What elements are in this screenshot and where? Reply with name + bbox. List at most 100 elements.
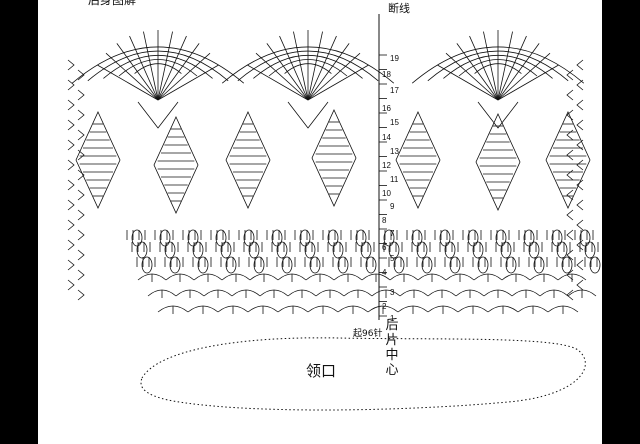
shell-petal bbox=[439, 229, 451, 247]
shell-petal bbox=[337, 256, 349, 274]
side-chain-right bbox=[576, 59, 584, 71]
start-stitch-count-label: 起96针 bbox=[353, 329, 383, 339]
side-chain-right bbox=[576, 159, 584, 171]
row-number-18: 18 bbox=[382, 70, 391, 79]
row-number-7: 7 bbox=[390, 229, 395, 238]
fan-spoke bbox=[129, 35, 159, 101]
side-chain-left bbox=[67, 99, 75, 111]
shell-petal bbox=[192, 241, 204, 259]
side-chain-right bbox=[566, 269, 574, 281]
side-chain-left bbox=[77, 229, 85, 241]
shell-petal bbox=[276, 241, 288, 259]
shell-petal bbox=[332, 241, 344, 259]
side-chain-left bbox=[67, 59, 75, 71]
side-chain-right bbox=[566, 209, 574, 221]
row-number-10: 10 bbox=[382, 189, 391, 198]
row-number-19: 19 bbox=[390, 54, 399, 63]
row-number-6: 6 bbox=[382, 243, 387, 252]
fan-spoke bbox=[307, 35, 337, 101]
break-yarn-label: 断线 bbox=[388, 2, 410, 15]
fan-spoke bbox=[497, 43, 540, 101]
row-number-8: 8 bbox=[382, 216, 387, 225]
shell-petal bbox=[159, 229, 171, 247]
shell-petal bbox=[253, 256, 265, 274]
fan-point bbox=[137, 101, 179, 129]
side-chain-left bbox=[77, 249, 85, 261]
shell-petal bbox=[131, 229, 143, 247]
side-chain-left bbox=[67, 139, 75, 151]
shell-petal bbox=[505, 256, 517, 274]
shell-petal bbox=[561, 256, 573, 274]
fan-spoke bbox=[307, 31, 323, 101]
side-chain-left bbox=[67, 199, 75, 211]
side-chain-left bbox=[77, 209, 85, 221]
side-chain-right bbox=[566, 109, 574, 121]
fan-spoke bbox=[445, 52, 499, 101]
shell-petal bbox=[388, 241, 400, 259]
row-number-11: 11 bbox=[390, 175, 399, 184]
side-chain-right bbox=[576, 99, 584, 111]
shell-petal bbox=[523, 229, 535, 247]
side-chain-left bbox=[67, 239, 75, 251]
side-chain-left bbox=[67, 179, 75, 191]
side-chain-left bbox=[77, 269, 85, 281]
fan-spoke bbox=[307, 64, 369, 101]
fan-spoke bbox=[279, 35, 309, 101]
shell-petal bbox=[533, 256, 545, 274]
side-chain-right bbox=[566, 129, 574, 141]
side-chain-right bbox=[566, 249, 574, 261]
shell-petal bbox=[584, 241, 596, 259]
shell-petal bbox=[449, 256, 461, 274]
shell-petal bbox=[197, 256, 209, 274]
side-chain-right bbox=[576, 219, 584, 231]
side-chain-left bbox=[77, 109, 85, 121]
fan-spoke bbox=[97, 64, 159, 101]
side-chain-right bbox=[576, 239, 584, 251]
side-chain-left bbox=[77, 149, 85, 161]
shell-petal bbox=[220, 241, 232, 259]
shell-petal bbox=[500, 241, 512, 259]
shell-petal bbox=[355, 229, 367, 247]
fan-spoke bbox=[157, 52, 211, 101]
side-chain-left bbox=[77, 289, 85, 301]
fan-spoke bbox=[116, 43, 159, 101]
row-number-17: 17 bbox=[390, 86, 399, 95]
row-number-3: 3 bbox=[390, 288, 395, 297]
fan-spoke bbox=[157, 43, 200, 101]
side-chain-left bbox=[67, 219, 75, 231]
fan-spoke bbox=[437, 64, 499, 101]
shell-petal bbox=[281, 256, 293, 274]
shell-petal bbox=[551, 229, 563, 247]
neckline-dotted-outline bbox=[140, 337, 586, 411]
side-chain-right bbox=[576, 259, 584, 271]
diamond-motif bbox=[545, 111, 591, 209]
fan-spoke bbox=[497, 35, 527, 101]
shell-petal bbox=[141, 256, 153, 274]
fan-point bbox=[287, 101, 329, 129]
row-number-4: 4 bbox=[382, 268, 387, 277]
side-chain-left bbox=[67, 259, 75, 271]
fan-spoke bbox=[483, 31, 499, 101]
diagram-title: 后身图解 bbox=[88, 0, 137, 7]
side-chain-right bbox=[566, 289, 574, 301]
fan-spoke bbox=[469, 35, 499, 101]
fan-spoke bbox=[307, 52, 361, 101]
fan-spoke bbox=[497, 64, 559, 101]
side-chain-right bbox=[576, 139, 584, 151]
fan-spoke bbox=[497, 52, 551, 101]
shell-petal bbox=[579, 229, 591, 247]
row-number-2: 2 bbox=[382, 302, 387, 311]
side-chain-right bbox=[566, 169, 574, 181]
shell-petal bbox=[528, 241, 540, 259]
shell-petal bbox=[467, 229, 479, 247]
side-chain-right bbox=[576, 79, 584, 91]
shell-petal bbox=[327, 229, 339, 247]
diamond-motif bbox=[225, 111, 271, 209]
shell-petal bbox=[444, 241, 456, 259]
back-center-label: 后片中心 bbox=[385, 318, 399, 378]
side-chain-left bbox=[67, 159, 75, 171]
shell-petal bbox=[472, 241, 484, 259]
side-chain-left bbox=[77, 69, 85, 81]
fan-spoke bbox=[143, 31, 159, 101]
